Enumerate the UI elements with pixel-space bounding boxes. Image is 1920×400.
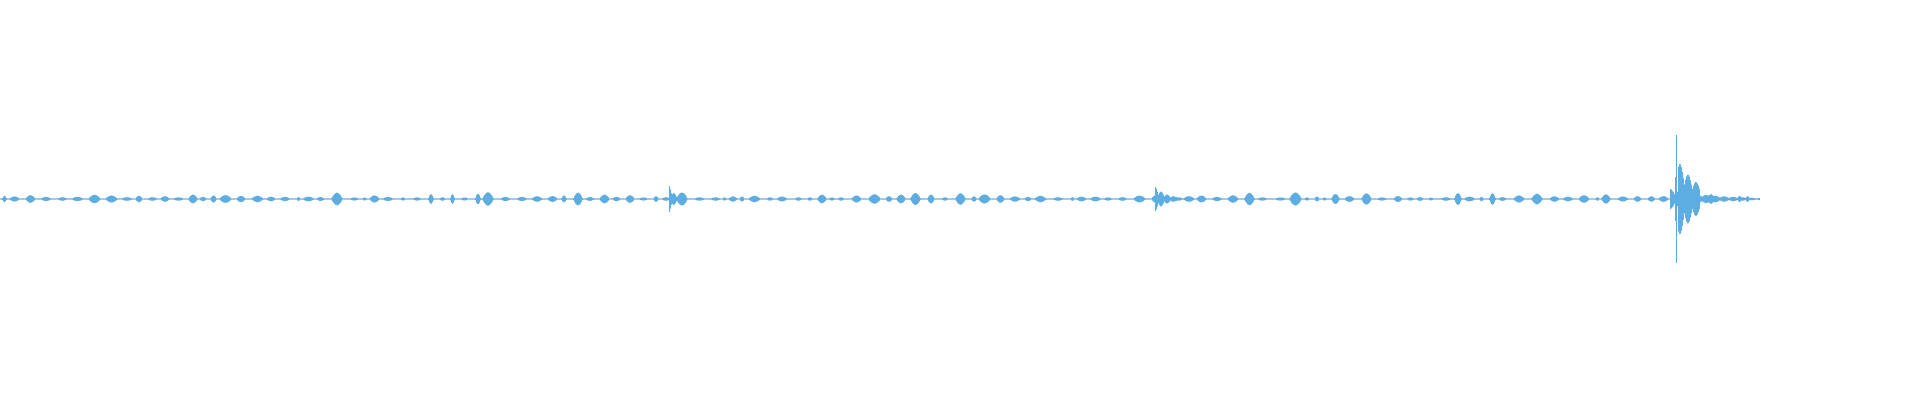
waveform-path: [0, 135, 1760, 263]
